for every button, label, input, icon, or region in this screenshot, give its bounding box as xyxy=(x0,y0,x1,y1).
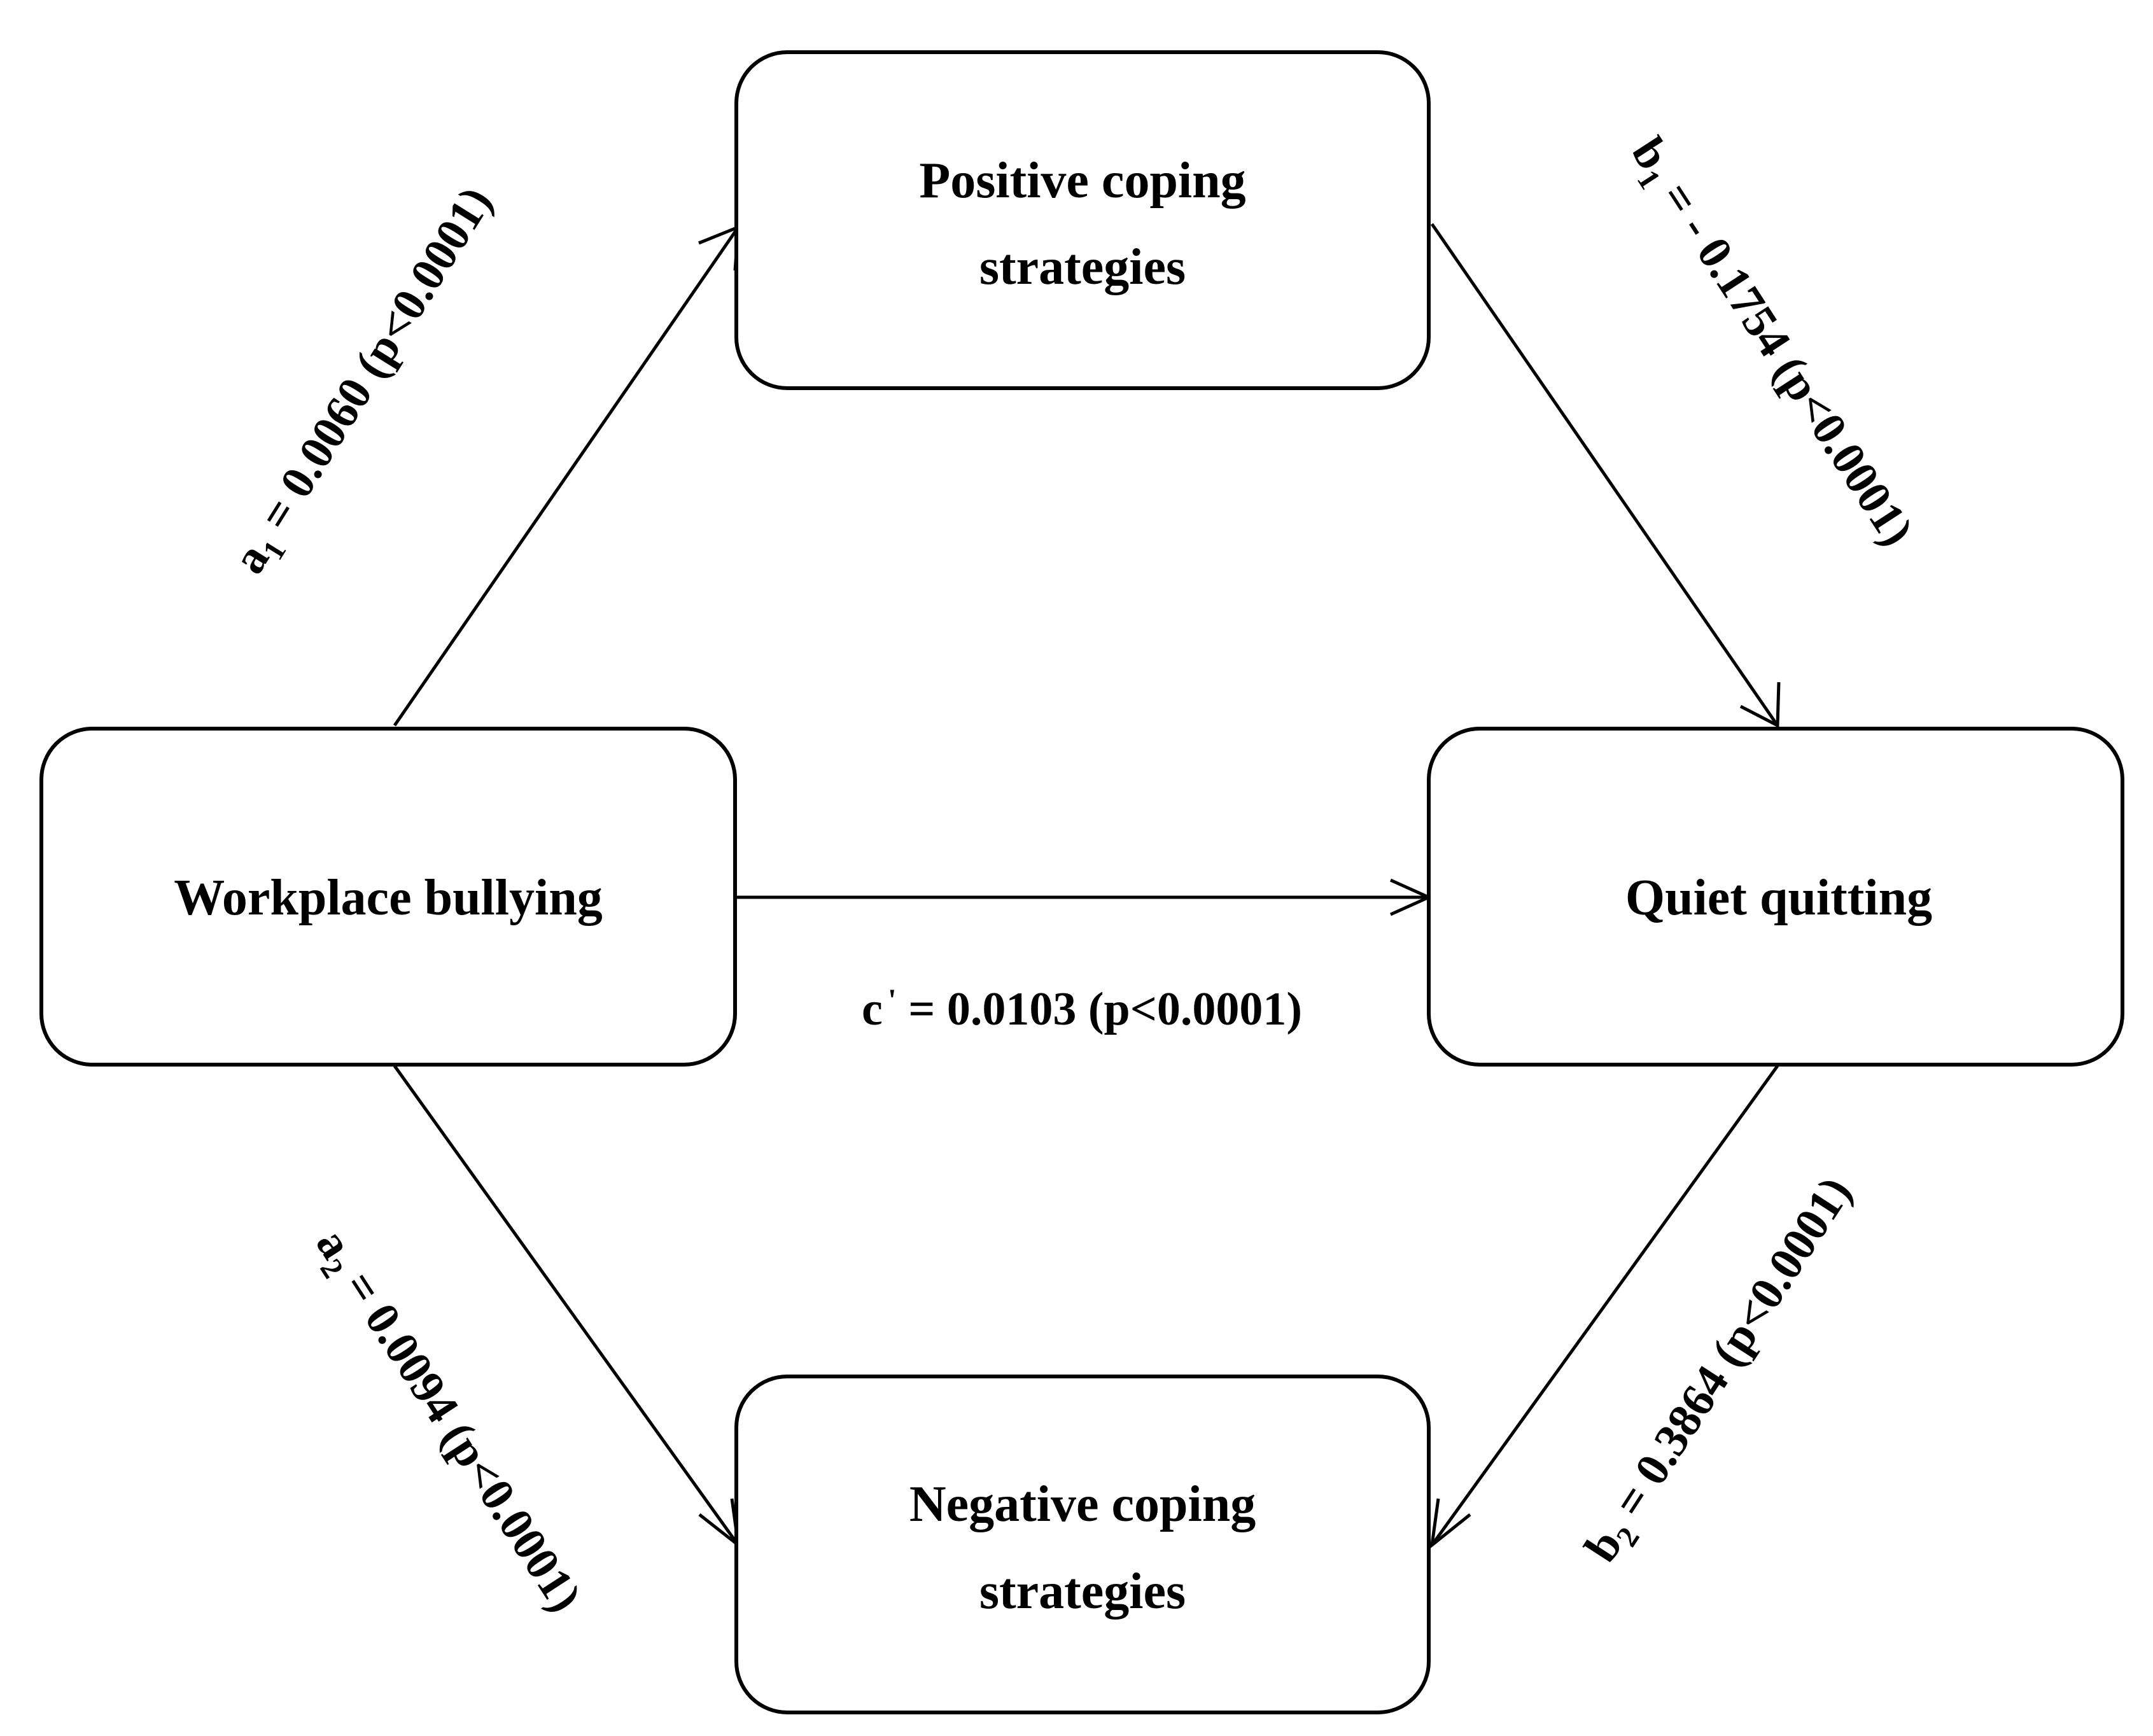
path-value: = 0.0094 (p<0.0001) xyxy=(327,1252,592,1621)
node-workplace-bullying: Workplace bullying xyxy=(39,727,737,1067)
node-box xyxy=(734,50,1431,390)
edges xyxy=(393,223,1781,1549)
path-label-c-prime: c' = 0.0103 (p<0.0001) xyxy=(862,982,1302,1035)
path-label-b2: b2 = 0.3864 (p<0.0001) xyxy=(1574,1168,1867,1574)
node-negative-coping: Negative coping strategies xyxy=(734,1375,1431,1714)
svg-text:b2 = 0.3864 (p<0.0001): b2 = 0.3864 (p<0.0001) xyxy=(1574,1168,1867,1574)
path-value: = 0.0060 (p<0.0001) xyxy=(243,178,502,549)
path-symbol: c xyxy=(862,983,883,1035)
node-label: Quiet quitting xyxy=(1625,870,1932,926)
node-label-line2: strategies xyxy=(979,239,1186,295)
edge-a2-arrow xyxy=(393,1065,741,1549)
edge-b2-arrow xyxy=(1429,1065,1779,1549)
path-label-b1: b1 = - 0.1754 (p<0.0001) xyxy=(1616,129,1924,558)
node-box xyxy=(734,1375,1431,1714)
node-label-line2: strategies xyxy=(979,1564,1186,1620)
node-box xyxy=(1427,727,2124,1067)
node-quiet-quitting: Quiet quitting xyxy=(1427,727,2124,1067)
path-label-a1: a1 = 0.0060 (p<0.0001) xyxy=(223,178,508,585)
svg-text:b1 = - 0.1754 (p<0.0001): b1 = - 0.1754 (p<0.0001) xyxy=(1616,129,1923,558)
svg-text:a1 = 0.0060 (p<0.0001): a1 = 0.0060 (p<0.0001) xyxy=(223,178,508,585)
path-value: = - 0.1754 (p<0.0001) xyxy=(1644,164,1923,555)
path-value: = 0.3864 (p<0.0001) xyxy=(1597,1168,1862,1536)
path-prime: ' xyxy=(888,982,897,1018)
node-box xyxy=(39,727,737,1067)
edge-a1-arrow xyxy=(393,225,740,727)
edge-b1-arrow xyxy=(1430,223,1781,729)
node-positive-coping: Positive coping strategies xyxy=(734,50,1431,390)
node-label: Workplace bullying xyxy=(174,870,602,926)
edge-c-prime-arrow xyxy=(736,878,1433,916)
node-label-line1: Positive coping xyxy=(919,153,1245,209)
node-label-line1: Negative coping xyxy=(909,1476,1256,1532)
path-value: = 0.0103 (p<0.0001) xyxy=(897,983,1302,1035)
